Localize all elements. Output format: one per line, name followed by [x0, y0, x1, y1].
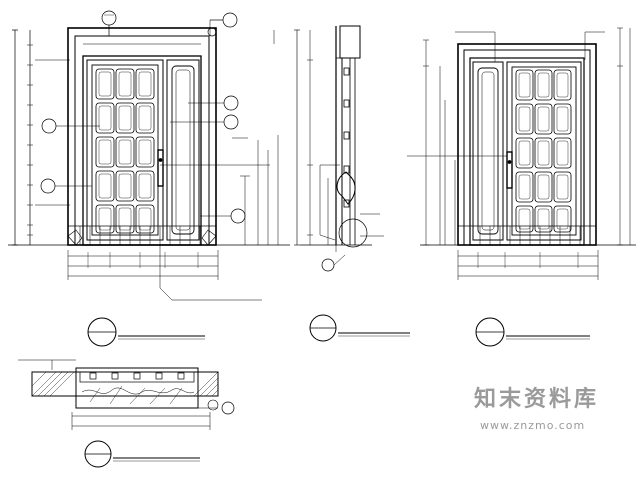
rear-elevation [407, 27, 636, 347]
side-section [294, 25, 410, 342]
watermark-brand: 知末资料库 [474, 387, 600, 412]
watermark-url: www.znzmo.com [480, 419, 586, 432]
plan-section [18, 359, 235, 468]
front-elevation [8, 10, 290, 347]
